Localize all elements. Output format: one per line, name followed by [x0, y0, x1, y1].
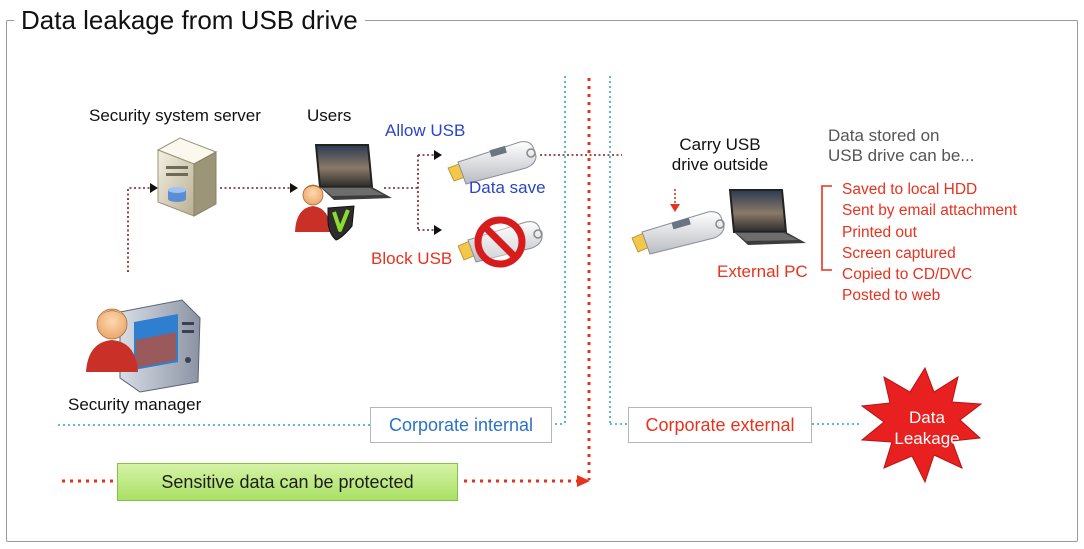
corporate-internal-zone: Corporate internal [370, 407, 552, 443]
external-laptop-icon [728, 189, 806, 245]
flow-lines [62, 78, 591, 483]
stored-on-label: Data stored on USB drive can be... [828, 126, 975, 165]
no-entry-icon [474, 216, 526, 268]
starburst-icon [860, 366, 983, 484]
leak-method-item: Sent by email attachment [842, 202, 1017, 220]
corporate-external-zone: Corporate external [628, 407, 812, 443]
boundary-lines [58, 76, 862, 426]
usb-drive-icon-carry [631, 211, 725, 255]
arrow-to-allow [434, 150, 442, 160]
usb-drive-icon-block [457, 221, 543, 263]
usb-drive-icon-allow [447, 141, 537, 185]
security-server-label: Security system server [89, 106, 261, 125]
manager-server-link [127, 187, 150, 272]
security-manager-label: Security manager [68, 395, 202, 414]
check-shield-icon [327, 205, 355, 241]
data-leakage-label: Data Leakage [894, 408, 960, 448]
arrow-to-user [290, 183, 298, 193]
arrow-to-server [150, 183, 158, 193]
server-icon [156, 137, 218, 217]
users-label: Users [307, 106, 352, 125]
allow-usb-label: Allow USB [385, 121, 466, 140]
leak-method-item: Saved to local HDD [842, 181, 978, 198]
leak-method-item: Printed out [842, 223, 917, 241]
leak-method-item: Posted to web [842, 287, 941, 305]
carry-usb-label: Carry USB drive outside [671, 135, 769, 174]
connector-lines [127, 154, 622, 272]
external-pc-label: External PC [717, 262, 808, 281]
data-save-label: Data save [469, 178, 546, 197]
diagram-title: Data leakage from USB drive [14, 4, 365, 36]
leak-method-list: Saved to local HDD Sent by email attachm… [842, 179, 1017, 307]
protected-banner: Sensitive data can be protected [117, 463, 458, 501]
block-usb-label: Block USB [371, 249, 453, 268]
laptop-icon [314, 144, 392, 200]
flow-arrowhead [577, 475, 590, 487]
carry-arrowhead [670, 204, 680, 212]
manager-icon [86, 299, 201, 393]
leak-bracket [821, 185, 832, 271]
arrow-to-block [434, 225, 442, 235]
user-icon [295, 184, 331, 232]
diagram-frame [6, 20, 1078, 542]
leak-method-item: Copied to CD/DVC [842, 266, 973, 284]
leak-method-item: Screen captured [842, 244, 956, 262]
